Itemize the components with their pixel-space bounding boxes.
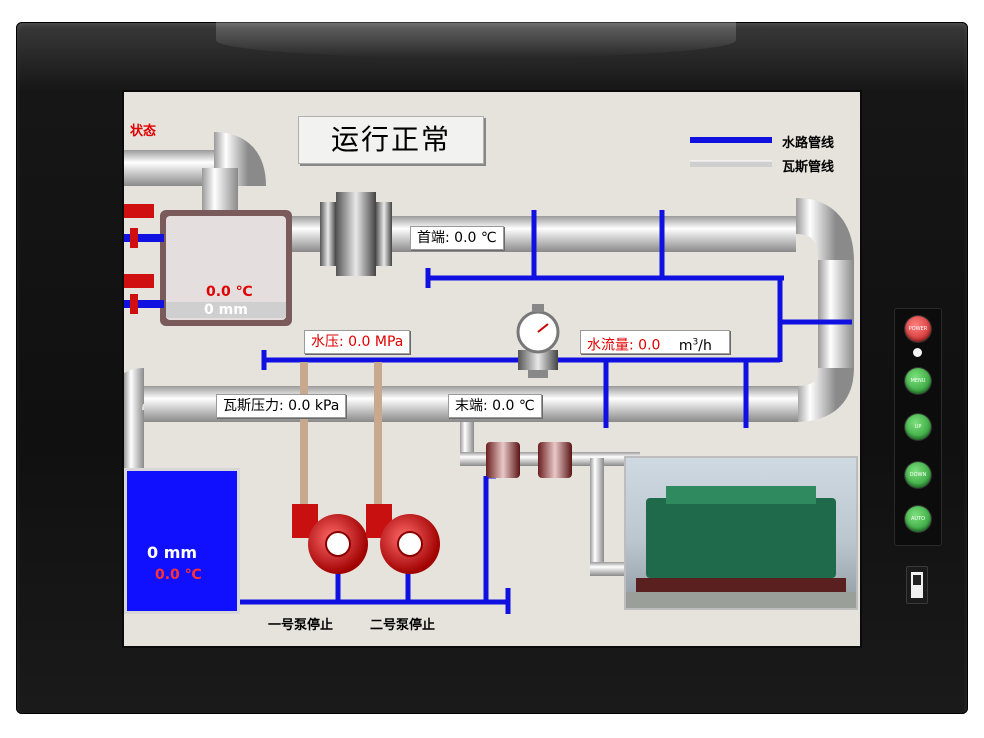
water-flow-unit-sup: 3 — [692, 337, 699, 347]
head-temp-label: 首端 — [417, 230, 445, 246]
generator-base — [636, 578, 846, 592]
tail-temp-box: 末端: 0.0 ℃ — [448, 394, 542, 418]
pump-1 — [292, 504, 368, 574]
auto-button[interactable]: AUTO — [905, 506, 931, 532]
tank — [124, 204, 292, 326]
water-flow-box: 水流量: 0.0 m3/h — [580, 330, 730, 354]
water-pressure-value: : 0.0 MPa — [339, 334, 404, 350]
generator-top — [666, 486, 816, 504]
water-pressure-box: 水压: 0.0 MPa — [304, 330, 411, 354]
head-temp-box: 首端: 0.0 ℃ — [410, 226, 504, 250]
water-flow-unit-tail: /h — [698, 337, 712, 354]
head-temp-value: : 0.0 ℃ — [445, 230, 497, 246]
usb-port[interactable] — [906, 566, 928, 604]
pump-2 — [366, 504, 440, 574]
status-title: 运行正常 — [298, 116, 484, 164]
pump-supply-pipes — [300, 362, 382, 512]
power-button[interactable]: POWER — [905, 316, 931, 342]
generator-floor — [626, 592, 856, 608]
gas-pressure-value: : 0.0 kPa — [279, 398, 340, 414]
pump2-status: 二号泵停止 — [370, 618, 436, 633]
legend-gas-label: 瓦斯管线 — [782, 160, 835, 175]
water-tank-temp: 0.0 ℃ — [155, 567, 202, 583]
power-led — [913, 348, 922, 357]
water-tank: 0 mm 0.0 ℃ — [124, 468, 240, 614]
usb-contacts — [913, 575, 921, 585]
gas-filter — [320, 192, 392, 276]
up-button[interactable]: UP — [905, 414, 931, 440]
menu-button[interactable]: MENU — [905, 368, 931, 394]
generator-body — [646, 498, 836, 578]
pump1-status: 一号泵停止 — [268, 618, 334, 633]
generator-photo — [624, 456, 858, 610]
gas-pressure-label: 瓦斯压力 — [223, 398, 279, 414]
water-flow-unit: m3/h — [678, 337, 712, 354]
water-flow-unit-main: m — [678, 337, 693, 354]
down-button[interactable]: DOWN — [905, 462, 931, 488]
tank-level: 0 mm — [204, 302, 248, 318]
hmi-screen: 状态 运行正常 水路管线 瓦斯管线 0.0 ℃ 0 mm 首端: 0.0 ℃ 水… — [124, 92, 860, 646]
tank-temp: 0.0 ℃ — [206, 284, 253, 300]
legend-lines — [690, 137, 772, 167]
hardware-button-panel: POWER MENU UP DOWN AUTO — [894, 308, 942, 546]
water-flow-value: : 0.0 — [629, 337, 661, 354]
usb-slot — [911, 572, 923, 598]
status-corner-label: 状态 — [130, 124, 157, 139]
legend-water-label: 水路管线 — [782, 136, 835, 151]
tail-temp-value: : 0.0 ℃ — [483, 398, 535, 414]
water-tank-level: 0 mm — [147, 543, 198, 562]
tail-pipes — [460, 422, 640, 576]
tail-temp-label: 末端 — [455, 398, 483, 414]
water-flow-label: 水流量 — [587, 337, 629, 354]
flow-meter — [516, 304, 560, 378]
gas-pressure-box: 瓦斯压力: 0.0 kPa — [216, 394, 347, 418]
water-pressure-label: 水压 — [311, 334, 339, 350]
bezel-shine — [216, 22, 736, 58]
